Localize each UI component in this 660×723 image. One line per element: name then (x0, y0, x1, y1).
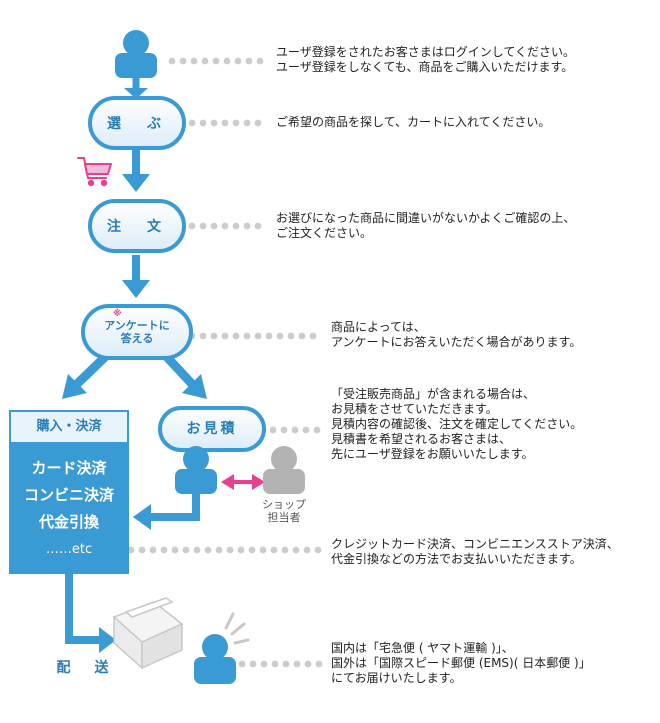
cart-icon (77, 157, 112, 187)
desc-order-line-1: お選びになった商品に間違いがないかよくご確認の上、 (276, 211, 576, 225)
shop-staff-label: ショップ 担当者 (254, 498, 314, 524)
desc-payment-line-1: クレジットカード決済、コンビニエンスストア決済、 (331, 537, 619, 551)
quote-step-shape (158, 406, 266, 452)
dots-payment (127, 546, 322, 554)
description-select: ご希望の商品を探して、カートに入れてください。 (276, 115, 550, 130)
buyer-icon (175, 446, 217, 494)
desc-login-line-1: ユーザ登録をされたお客さまはログインしてください。 (276, 45, 576, 59)
description-delivery: 国内は「宅急便 ( ヤマト運輸 )」、 国外は「国際スピード郵便 (EMS)( … (331, 641, 591, 686)
step-order-label: 注 文 (107, 219, 167, 235)
arrow-order-to-survey (122, 255, 150, 298)
desc-login-line-2: ユーザ登録をしなくても、商品をご購入いただけます。 (276, 60, 574, 74)
desc-quote-line-5: 先にユーザ登録をお願いいたします。 (331, 447, 534, 461)
order-step-shape (88, 199, 186, 253)
payment-methods-list: カード決済 コンビニ決済 代金引換 ……etc (9, 455, 129, 563)
desc-order-line-2: ご注文ください。 (276, 226, 373, 240)
payment-method-etc: ……etc (45, 542, 93, 557)
desc-quote-line-1: 「受注販売商品」が含まれる場合は、 (331, 387, 536, 401)
user-icon (115, 30, 157, 78)
desc-select-line-1: ご希望の商品を探して、カートに入れてください。 (276, 115, 551, 129)
package-icon (112, 597, 184, 670)
survey-step-shape (81, 304, 193, 360)
dots-survey (188, 332, 317, 340)
description-quote: 「受注販売商品」が含まれる場合は、 お見積をさせていただきます。 見積内容の確認… (331, 387, 582, 462)
description-payment: クレジットカード決済、コンビニエンスストア決済、 代金引換などの方法でお支払いい… (331, 537, 619, 567)
payment-method-cod: 代金引換 (38, 513, 99, 531)
arrow-survey-to-purchase (62, 352, 110, 399)
desc-survey-line-1: 商品によっては、 (331, 320, 426, 334)
description-login: ユーザ登録をされたお客さまはログインしてください。 ユーザ登録をしなくても、商品… (276, 45, 575, 75)
delivery-person-icon (194, 612, 250, 684)
arrow-user-to-select (124, 77, 148, 99)
payment-method-card: カード決済 (31, 459, 107, 477)
dots-quote (269, 426, 321, 434)
staff-icon (263, 446, 305, 494)
survey-line-2: 答える (120, 332, 154, 345)
arrow-quote-to-purchase (133, 486, 200, 530)
step-shapes (9, 96, 266, 574)
shop-staff-line-1: ショップ (262, 498, 306, 511)
arrow-purchase-to-delivery (65, 574, 116, 653)
purchase-header-label: 購入・決済 (36, 419, 102, 434)
step-survey-label: ※ アンケートに 答える (83, 309, 191, 345)
desc-quote-line-2: お見積をさせていただきます。 (331, 402, 498, 416)
select-step-shape (88, 96, 186, 150)
desc-delivery-line-3: にてお届けいたします。 (331, 671, 462, 685)
shop-staff-line-2: 担当者 (267, 511, 301, 524)
survey-line-1: アンケートに (104, 319, 170, 332)
purchase-panel-shape (9, 410, 129, 574)
dots-delivery (238, 660, 323, 668)
dots-login (168, 57, 264, 65)
desc-payment-line-2: 代金引換などの方法でお支払いいただきます。 (331, 552, 582, 566)
arrow-survey-to-quote (162, 352, 207, 399)
description-order: お選びになった商品に間違いがないかよくご確認の上、 ご注文ください。 (276, 211, 575, 241)
step-select-label: 選 ぶ (107, 116, 167, 132)
desc-delivery-line-1: 国内は「宅急便 ( ヤマト運輸 )」、 (331, 641, 514, 655)
arrow-select-to-order (122, 149, 150, 192)
dots-order (188, 222, 262, 230)
desc-quote-line-4: 見積書を希望されるお客さまは、 (331, 432, 512, 446)
step-quote-label: お見積 (186, 421, 238, 437)
description-survey: 商品によっては、 アンケートにお答えいただく場合があります。 (331, 320, 581, 350)
step-delivery-label: 配 送 (56, 660, 114, 676)
payment-method-convenience: コンビニ決済 (23, 486, 114, 504)
survey-mark: ※ (113, 309, 122, 319)
flow-arrows (62, 77, 207, 653)
dots-select (188, 119, 262, 127)
desc-delivery-line-2: 国外は「国際スピード郵便 (EMS)( 日本郵便 )」 (331, 656, 591, 670)
desc-quote-line-3: 見積内容の確認後、注文を確定してください。 (331, 417, 583, 431)
desc-survey-line-2: アンケートにお答えいただく場合があります。 (331, 335, 582, 349)
double-arrow-icon (221, 474, 265, 490)
